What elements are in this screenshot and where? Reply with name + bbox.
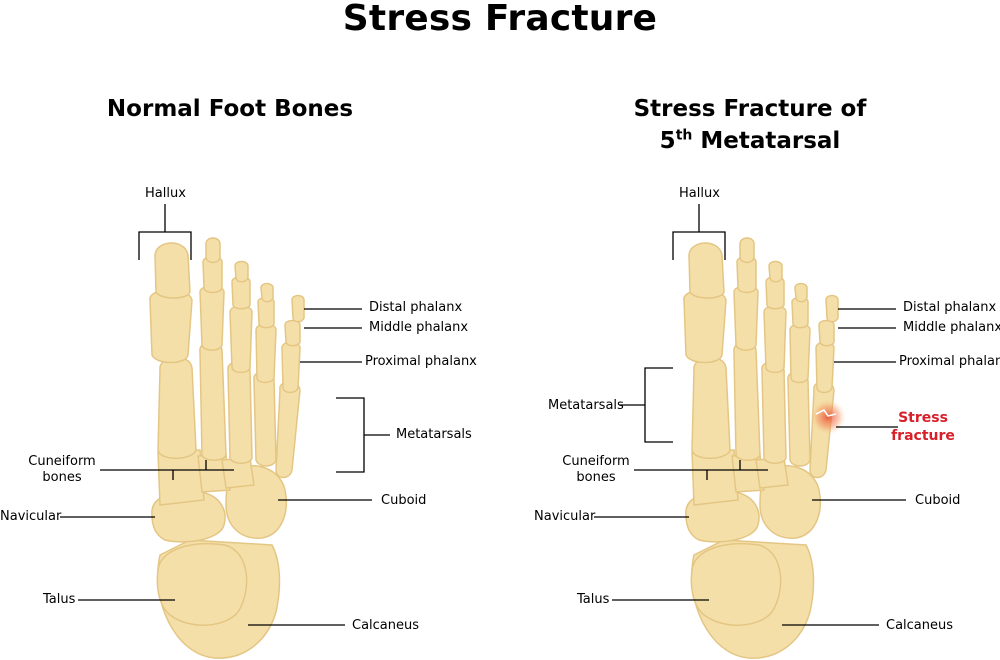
left-label-metatarsals: Metatarsals	[396, 427, 472, 442]
right-heading-superscript: th	[675, 127, 693, 144]
left-metatarsal-bracket	[336, 397, 365, 473]
right-label-talus: Talus	[577, 592, 610, 607]
left-label-cuneiform-line1: Cuneiform	[28, 454, 96, 469]
left-foot-bones	[149, 237, 305, 659]
fracture-crack	[815, 408, 837, 417]
left-label-cuneiform-line2: bones	[42, 470, 82, 485]
right-heading-line2: 5th Metatarsal	[600, 125, 900, 157]
right-heading-line1: Stress Fracture of	[633, 96, 867, 122]
right-label-fracture-line2: fracture	[891, 428, 955, 444]
main-title: Stress Fracture	[342, 0, 658, 39]
right-foot-bones	[683, 237, 839, 659]
right-label-cuboid: Cuboid	[915, 493, 961, 508]
right-label-proximal: Proximal phalanx	[899, 354, 1000, 369]
left-panel-heading: Normal Foot Bones	[106, 96, 354, 122]
left-label-navicular: Navicular	[0, 509, 62, 524]
right-label-metatarsals: Metatarsals	[548, 398, 624, 413]
left-label-talus: Talus	[43, 592, 76, 607]
right-label-fracture-line1: Stress	[898, 410, 948, 426]
right-label-navicular: Navicular	[534, 509, 596, 524]
right-heading-rest: Metatarsal	[692, 128, 841, 154]
right-label-stress-fracture: Stress fracture	[890, 409, 956, 445]
right-label-calcaneus: Calcaneus	[886, 618, 954, 633]
left-label-cuneiform: Cuneiform bones	[22, 454, 102, 486]
right-label-cuneiform: Cuneiform bones	[556, 454, 636, 486]
right-label-distal: Distal phalanx	[903, 300, 997, 315]
left-leader-lines	[60, 204, 390, 626]
right-panel-heading: Stress Fracture of 5th Metatarsal	[600, 93, 900, 157]
right-label-middle: Middle phalanx	[903, 320, 1000, 335]
right-label-cuneiform-line2: bones	[576, 470, 616, 485]
left-label-calcaneus: Calcaneus	[352, 618, 420, 633]
left-label-distal: Distal phalanx	[369, 300, 463, 315]
right-leader-lines	[594, 204, 906, 626]
right-heading-number: 5	[659, 128, 676, 154]
right-label-cuneiform-line1: Cuneiform	[562, 454, 630, 469]
left-label-hallux: Hallux	[145, 186, 186, 201]
left-label-proximal: Proximal phalanx	[365, 354, 477, 369]
right-metatarsal-bracket	[644, 367, 673, 443]
fracture-glow	[810, 399, 846, 435]
left-label-cuboid: Cuboid	[381, 493, 427, 508]
right-label-hallux: Hallux	[679, 186, 720, 201]
left-label-middle: Middle phalanx	[369, 320, 469, 335]
